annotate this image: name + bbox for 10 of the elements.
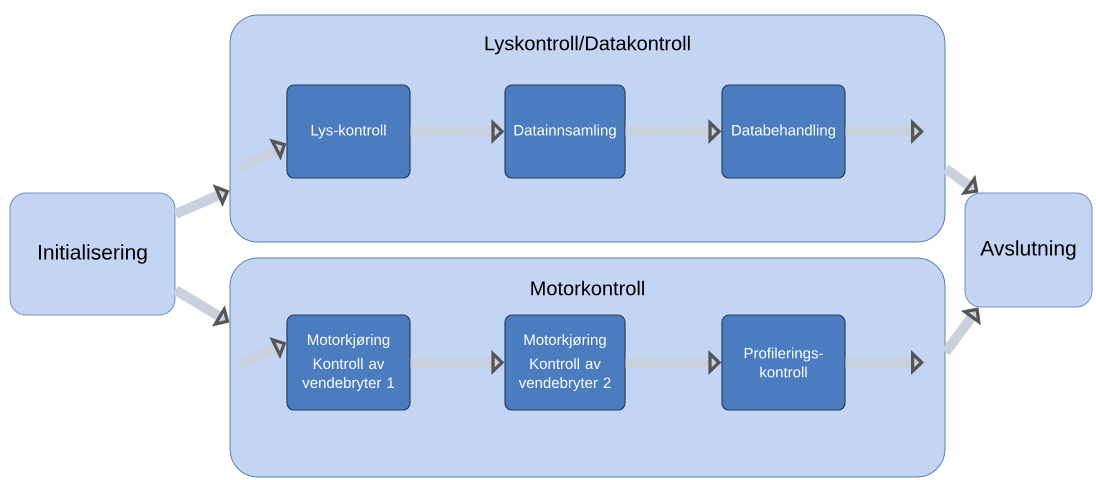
process-box: Initialisering — [9, 192, 176, 316]
process-box: Profilerings-kontroll — [721, 314, 846, 411]
process-box: Motorkjøring Kontroll av vendebryter 2 — [504, 314, 626, 411]
process-box: Datainnsamling — [504, 84, 626, 179]
arrow — [942, 164, 979, 195]
process-box: Avslutning — [964, 192, 1093, 308]
process-box: Lys-kontroll — [286, 84, 411, 179]
arrow — [941, 307, 981, 356]
process-box: Motorkjøring Kontroll av vendebryter 1 — [286, 314, 411, 411]
process-box: Databehandling — [721, 84, 846, 179]
